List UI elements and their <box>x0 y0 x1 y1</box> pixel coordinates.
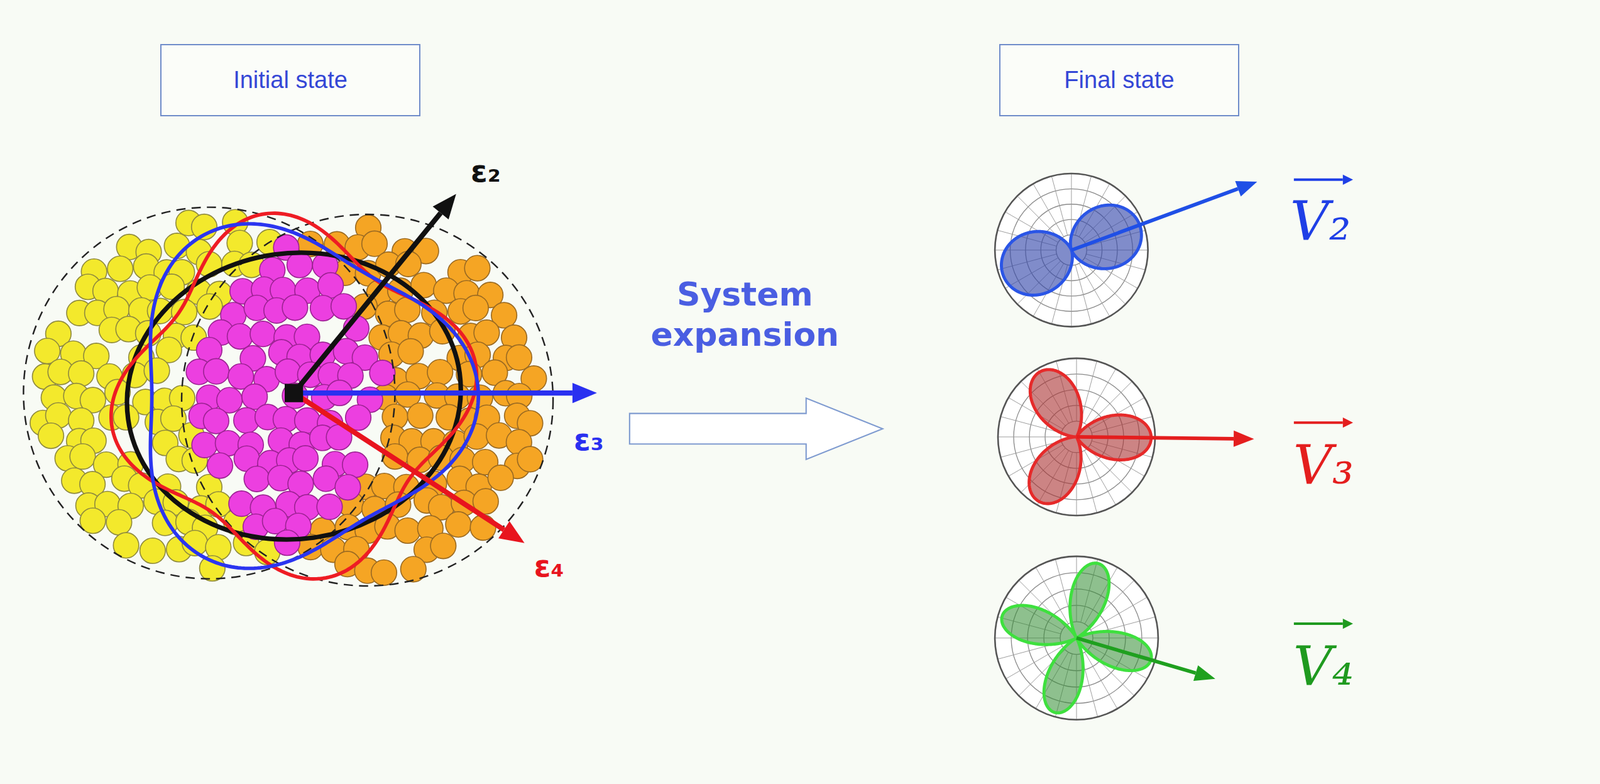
eccentricity-label: ε₂ <box>470 153 501 189</box>
polar-plot <box>997 358 1255 516</box>
polar-grid-spoke <box>1079 263 1110 317</box>
nucleons <box>30 209 547 586</box>
vector-accent-head <box>1342 618 1354 629</box>
participant-nucleon <box>316 493 343 520</box>
process-label: System expansion <box>637 273 852 355</box>
polar-grid-spoke <box>1033 183 1064 237</box>
polar-grid-spoke <box>1070 173 1072 235</box>
vector-accent <box>1293 417 1354 428</box>
expansion-arrow <box>629 397 883 459</box>
polar-grid-spoke <box>997 436 1061 437</box>
box-title: Final state <box>1063 66 1174 94</box>
flow-vector-label: V₄ <box>1293 634 1355 697</box>
participant-nucleon <box>203 358 230 384</box>
flow-vector-arrow-shaft <box>1076 436 1234 439</box>
spectator-nucleon <box>371 559 398 586</box>
spectator-nucleon <box>107 255 134 282</box>
spectator-nucleon <box>506 344 533 371</box>
participant-nucleon <box>250 321 276 347</box>
flow-vector-arrow-head <box>1233 430 1255 447</box>
vector-accent <box>1293 174 1354 185</box>
spectator-nucleon <box>196 293 223 320</box>
participant-nucleon <box>292 445 319 472</box>
spectator-nucleon <box>69 443 96 470</box>
spectator-nucleon <box>487 465 514 491</box>
participant-nucleon <box>207 452 234 479</box>
spectator-nucleon <box>397 338 424 365</box>
polar-grid-spoke <box>1080 451 1097 513</box>
flow-vector-arrow-head <box>1234 180 1257 197</box>
epsilon2-arrow-head <box>432 194 457 220</box>
center-marker <box>284 383 303 403</box>
spectator-nucleon <box>38 422 65 449</box>
participant-nucleon <box>331 293 357 320</box>
spectator-nucleon <box>445 511 472 538</box>
eccentricity-label: ε₄ <box>534 549 565 584</box>
spectator-nucleon <box>464 255 491 281</box>
vector-accent-shaft <box>1293 622 1343 625</box>
participant-nucleon <box>243 466 270 493</box>
polar-grid-spoke <box>1080 360 1097 422</box>
participant-nucleon <box>191 432 218 459</box>
epsilon2-arrow-shaft <box>294 213 442 393</box>
spectator-nucleon <box>407 402 433 429</box>
flow-vector-label: V₃ <box>1293 432 1355 496</box>
vector-accent <box>1293 618 1354 629</box>
spectator-nucleon <box>140 537 166 564</box>
quadrangular-contour <box>111 213 477 579</box>
flow-vector-arrow-shaft <box>1071 188 1239 251</box>
spectator-nucleon <box>430 532 457 559</box>
collision-illustration <box>23 194 598 587</box>
spectator-nucleon <box>517 446 543 472</box>
participant-nucleon <box>369 360 396 386</box>
participant-nucleon <box>203 407 230 434</box>
epsilon4-arrow-head <box>498 520 525 543</box>
participant-nucleon <box>275 358 302 385</box>
polar-grid-spoke <box>1075 264 1091 324</box>
polar-grid-spoke <box>1070 265 1072 327</box>
flow-vector-arrow-head <box>1193 664 1216 681</box>
spectator-nucleon <box>143 357 170 384</box>
nucleus-outline <box>181 214 554 586</box>
vector-accent-head <box>1342 174 1354 185</box>
polar-plot <box>994 556 1216 720</box>
spectator-nucleon <box>68 360 95 387</box>
vector-accent-shaft <box>1293 178 1343 181</box>
epsilon4-arrow-shaft <box>294 392 505 530</box>
spectator-nucleon <box>463 295 489 322</box>
state-heading-box: Final state <box>999 43 1240 117</box>
state-heading-box: Initial state <box>160 43 421 117</box>
spectator-nucleon <box>394 517 421 544</box>
participant-nucleon <box>274 529 301 556</box>
flow-vector-arrow-shaft <box>1076 637 1196 674</box>
box-title: Initial state <box>233 66 348 94</box>
vector-accent-head <box>1342 417 1354 428</box>
participant-nucleon <box>282 294 308 321</box>
spectator-nucleon <box>106 509 132 536</box>
epsilon3-arrow-head <box>572 382 598 403</box>
epsilon3-arrow-shaft <box>294 390 573 396</box>
participant-nucleon <box>227 323 254 350</box>
participant-nucleon <box>342 451 369 478</box>
vector-accent-shaft <box>1293 421 1343 424</box>
eccentricity-label: ε₃ <box>573 422 604 457</box>
triangular-contour <box>150 223 479 569</box>
polar-grid-spoke <box>1051 175 1068 236</box>
spectator-nucleon <box>427 359 454 386</box>
polar-plot <box>994 173 1257 327</box>
participant-nucleon <box>282 382 308 409</box>
participant-nucleon <box>287 252 313 278</box>
flow-vector-label: V₂ <box>1290 189 1352 252</box>
participant-nucleon <box>334 474 361 501</box>
eccentricity-vectors <box>284 194 598 543</box>
